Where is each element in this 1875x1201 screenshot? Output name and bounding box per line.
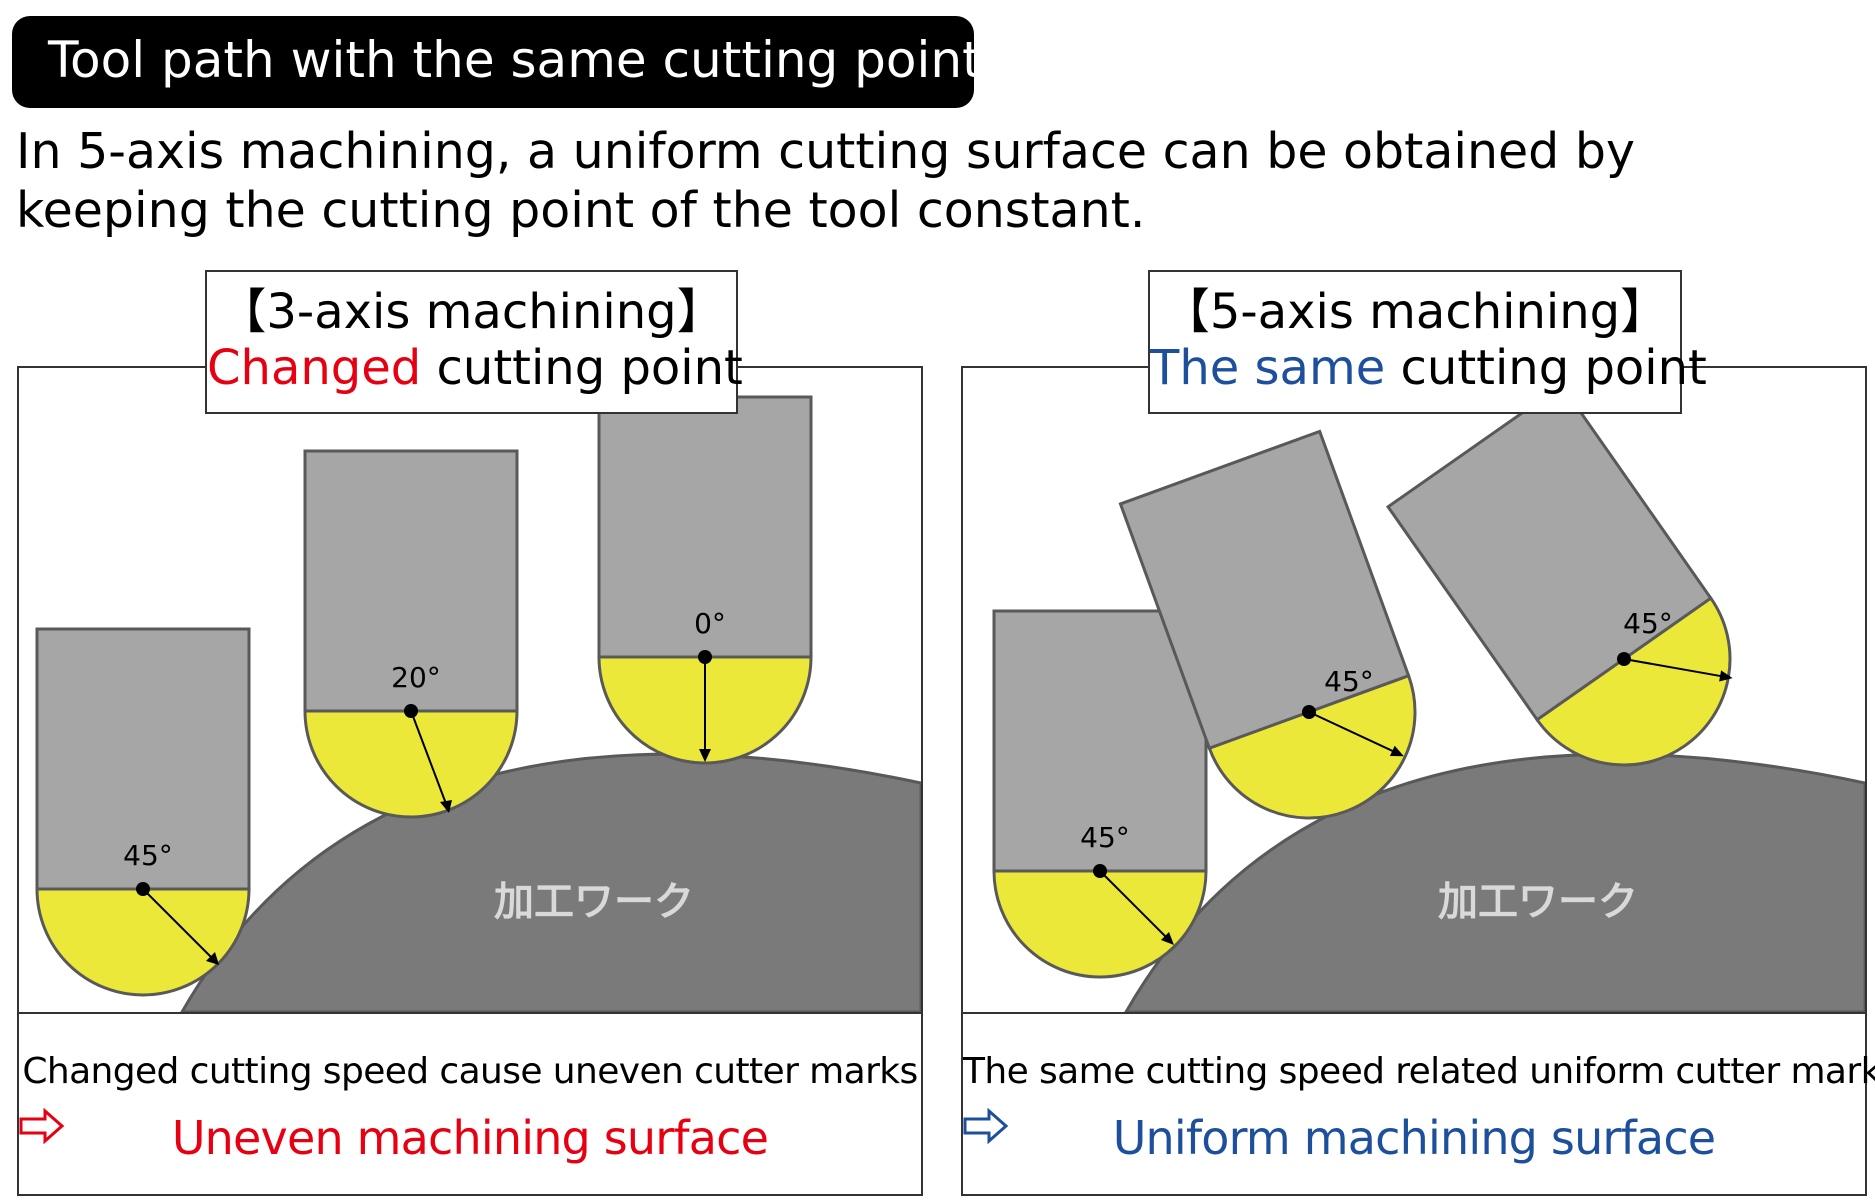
tool-2: 20° <box>303 449 519 819</box>
tool-1-radius-arrow <box>142 888 217 963</box>
tool-1-shank <box>35 627 251 891</box>
workpiece-label: 加工ワーク <box>1438 879 1638 925</box>
tool-1-ball <box>992 869 1208 979</box>
panel-5-axis: 加工ワーク 45° 45° 45° The sa <box>961 366 1875 1196</box>
tool-3-center-dot <box>1617 652 1631 666</box>
tool-2 <box>1118 429 1417 820</box>
tool-1-center-dot <box>1093 864 1107 878</box>
diagram-5-axis: 加工ワーク 45° 45° 45° <box>992 383 1865 1012</box>
right-arrow-outline-icon <box>19 1108 65 1144</box>
subtitle-5-axis-highlight: The same <box>1150 340 1386 396</box>
caption-divider <box>963 1012 1865 1014</box>
label-3-axis: 【3-axis machining】 Changed cutting point <box>205 270 743 414</box>
tool-3-arrowhead <box>699 749 711 762</box>
subtitle-3-axis-rest: cutting point <box>421 340 743 396</box>
panel-3-axis: 加工ワーク 45° 20° 0° Cha <box>17 366 923 1196</box>
subtitle-3-axis-highlight: Changed <box>207 340 422 396</box>
caption-right: The same cutting speed related uniform c… <box>963 1051 1875 1092</box>
tool-1-radius-arrow <box>1099 870 1171 942</box>
tool-3-radius-arrow <box>1623 658 1728 679</box>
tool-3-angle-label: 0° <box>694 607 726 640</box>
tool-3-arrowhead <box>1719 670 1733 682</box>
intro-line-2: keeping the cutting point of the tool co… <box>16 182 1146 239</box>
heading-5-axis: 【5-axis machining】 <box>1161 284 1669 340</box>
tool-2-center-dot <box>404 704 418 718</box>
title-banner <box>12 16 974 108</box>
tool-1-arrowhead <box>1161 932 1174 945</box>
tool-2-center-dot <box>1302 705 1316 719</box>
tool-2-arrowhead <box>1389 745 1404 757</box>
tool-1-center-dot <box>136 882 150 896</box>
diagram-3-axis: 加工ワーク 45° 20° 0° <box>35 395 921 1012</box>
tool-3-center-dot <box>698 650 712 664</box>
tool-1-arrowhead <box>206 952 219 965</box>
result-right-text: Uniform machining surface <box>1112 1111 1716 1165</box>
tool-1: 45° <box>35 627 251 997</box>
result-left-text: Uneven machining surface <box>171 1111 769 1165</box>
page-title: Tool path with the same cutting point <box>48 31 982 89</box>
tool-2-shank <box>303 449 519 713</box>
result-left: Uneven machining surface <box>19 1108 921 1168</box>
tool-2-ball <box>303 709 519 819</box>
tool-1: 45° <box>992 609 1208 979</box>
tool-3-ball <box>1535 596 1732 767</box>
tool-2-radius-arrow <box>1308 711 1400 755</box>
tool-2-arrowhead <box>440 800 452 813</box>
tool-3-shank <box>597 395 813 659</box>
result-right: Uniform machining surface <box>963 1108 1865 1168</box>
tool-2-angle-label: 20° <box>391 661 441 694</box>
caption-divider <box>19 1012 921 1014</box>
heading-3-axis: 【3-axis machining】 <box>218 284 725 340</box>
tool-1-angle-label: 45° <box>1080 821 1130 854</box>
label-5-axis: 【5-axis machining】 The same cutting poin… <box>1148 270 1707 414</box>
workpiece-label: 加工ワーク <box>494 879 694 925</box>
tool-2-angle-label: 45° <box>1324 665 1374 698</box>
subtitle-3-axis: Changed cutting point <box>207 340 743 396</box>
tool-3-angle-label: 45° <box>1623 607 1673 640</box>
tool-2-ball <box>1207 673 1417 820</box>
intro-line-1: In 5-axis machining, a uniform cutting s… <box>16 123 1635 180</box>
tool-1-ball <box>35 887 251 997</box>
right-arrow-outline-icon <box>963 1108 1009 1144</box>
tool-2-radius-arrow <box>410 710 449 810</box>
tool-3: 0° <box>597 395 813 765</box>
subtitle-5-axis-rest: cutting point <box>1385 340 1707 396</box>
tool-3 <box>1385 383 1733 767</box>
subtitle-5-axis: The same cutting point <box>1150 340 1707 396</box>
tool-1-angle-label: 45° <box>123 839 173 872</box>
caption-left: Changed cutting speed cause uneven cutte… <box>22 1051 918 1092</box>
